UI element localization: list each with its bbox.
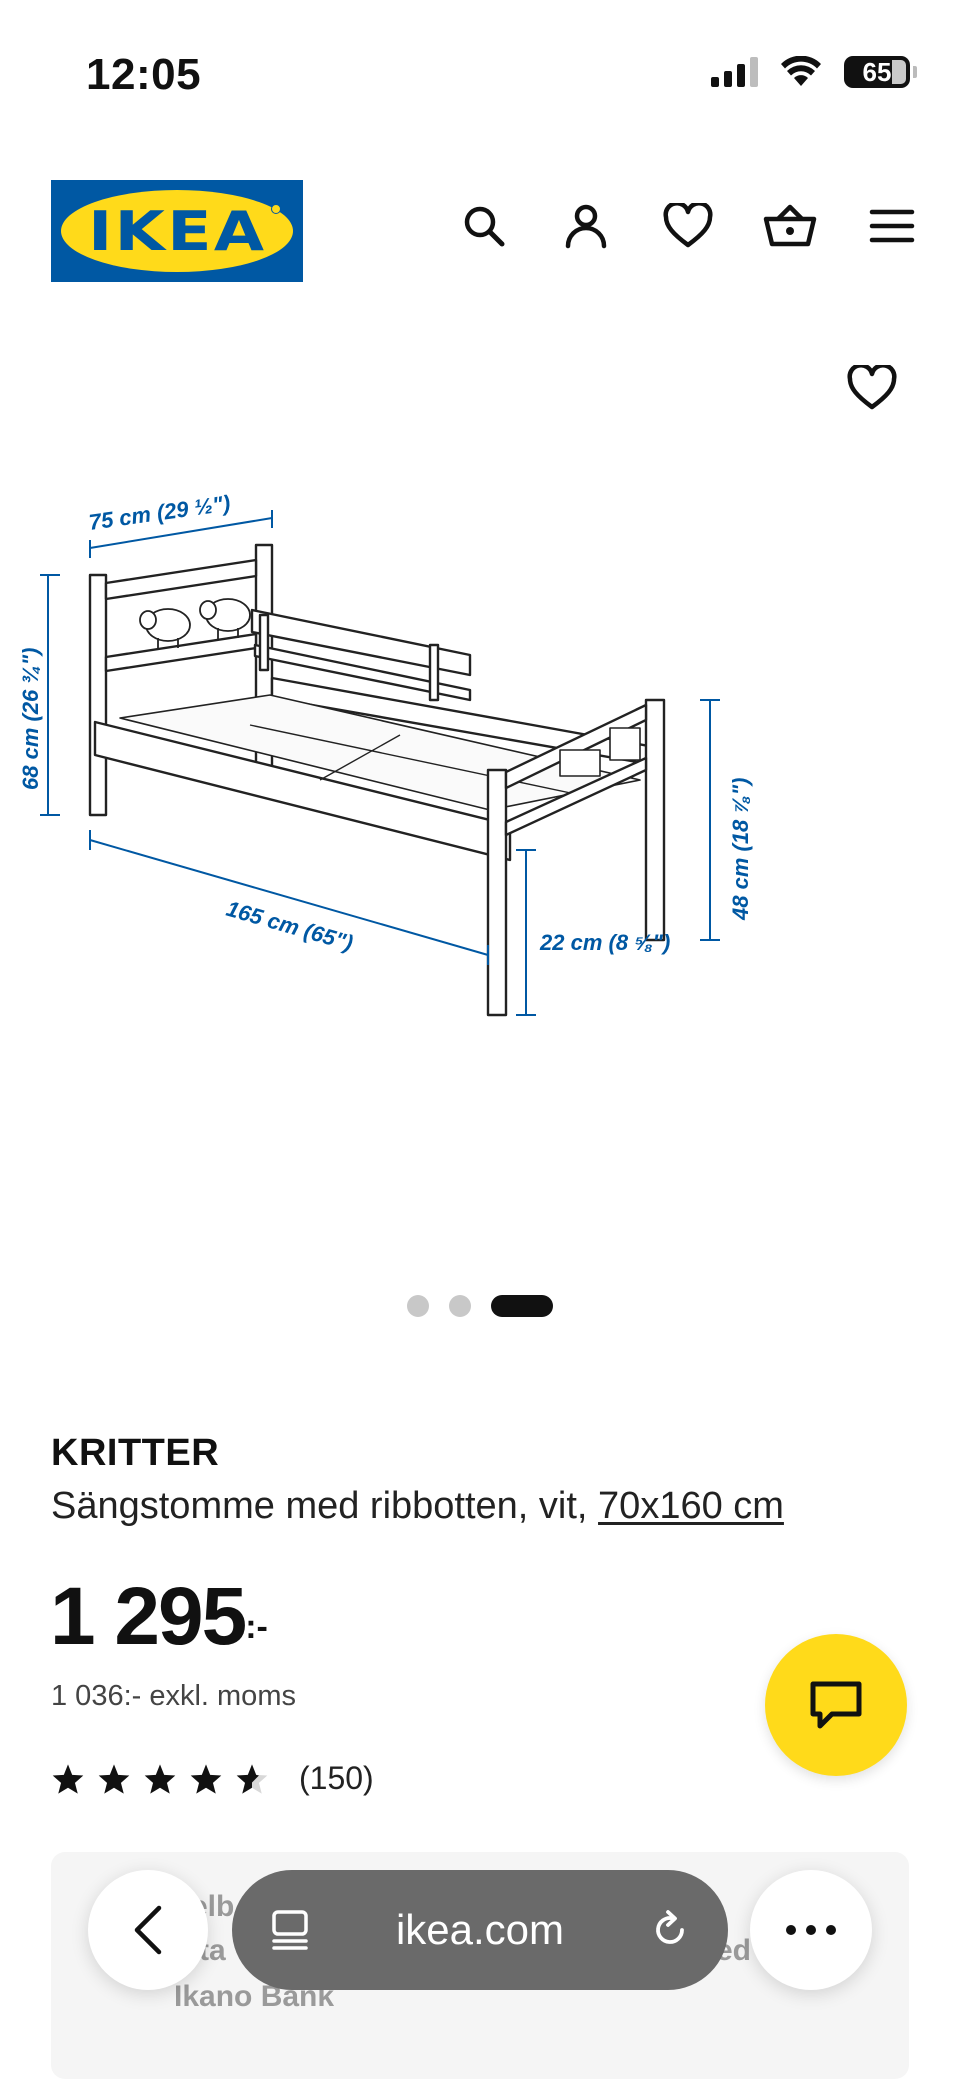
gallery-pagination <box>0 1295 960 1317</box>
browser-more-button[interactable] <box>750 1870 872 1990</box>
product-description: Sängstomme med ribbotten, vit, 70x160 cm <box>51 1485 784 1528</box>
basket-icon[interactable] <box>760 196 820 256</box>
tab-layout-icon <box>272 1910 308 1950</box>
gallery-dot[interactable] <box>407 1295 429 1317</box>
menu-icon[interactable] <box>862 196 922 256</box>
user-icon[interactable] <box>556 196 616 256</box>
cellular-signal-icon <box>711 57 758 87</box>
product-name: KRITTER <box>51 1432 220 1474</box>
heart-icon[interactable] <box>658 196 718 256</box>
star-icon <box>52 1763 84 1794</box>
headboard-height-label: 68 cm (26 ¾") <box>20 647 43 790</box>
price-excl-vat: 1 036:- exkl. moms <box>51 1680 296 1712</box>
star-icon <box>190 1763 222 1794</box>
ikea-logo[interactable]: IKEA <box>51 180 303 282</box>
status-bar: 12:05 65 <box>0 0 960 150</box>
star-icon <box>98 1763 130 1794</box>
search-icon[interactable] <box>454 196 514 256</box>
length-label: 165 cm (65") <box>224 896 356 956</box>
gallery-dot[interactable] <box>449 1295 471 1317</box>
product-rating[interactable]: (150) <box>51 1760 374 1797</box>
footboard-height-label: 48 cm (18 ⅞") <box>728 777 753 921</box>
url-text: ikea.com <box>395 1906 565 1953</box>
product-description-text: Sängstomme med ribbotten, vit, <box>51 1485 588 1527</box>
battery-level: 65 <box>862 56 892 87</box>
heart-outline-icon <box>847 365 897 410</box>
rating-stars <box>51 1763 269 1795</box>
price-value: 1 295 <box>50 1571 247 1662</box>
site-header: IKEA <box>0 170 960 290</box>
product-dimension-image: 75 cm (29 ½") 68 cm (26 ¾") 165 cm (65")… <box>20 490 753 1017</box>
address-bar[interactable]: ikea.com <box>232 1870 728 1990</box>
chat-button[interactable] <box>765 1634 907 1776</box>
more-dots-icon <box>786 1925 836 1935</box>
gallery-dot-active[interactable] <box>491 1295 553 1317</box>
clearance-label: 22 cm (8 ⅝") <box>539 930 670 955</box>
wifi-icon <box>781 56 821 86</box>
product-gallery[interactable]: 75 cm (29 ½") 68 cm (26 ¾") 165 cm (65")… <box>0 340 960 1320</box>
price-suffix: :- <box>245 1608 268 1646</box>
battery-icon: 65 <box>844 56 917 88</box>
status-time: 12:05 <box>86 50 202 99</box>
product-size-link[interactable]: 70x160 cm <box>598 1485 784 1527</box>
logo-oval: IKEA <box>61 190 293 272</box>
product-price: 1 295:- <box>50 1570 268 1664</box>
half-star-icon <box>236 1763 268 1794</box>
add-to-favourites-button[interactable] <box>844 360 900 416</box>
review-count: (150) <box>299 1760 374 1796</box>
browser-back-button[interactable] <box>88 1870 208 1990</box>
reload-icon[interactable] <box>648 1908 692 1952</box>
header-actions <box>454 196 922 256</box>
logo-text: IKEA <box>87 199 267 263</box>
chevron-left-icon <box>134 1905 162 1955</box>
status-icons: 65 <box>711 56 917 88</box>
browser-toolbar: ikea.com <box>0 1860 960 2000</box>
star-icon <box>144 1763 176 1794</box>
chat-bubble-icon <box>810 1681 862 1729</box>
registered-mark-icon <box>271 204 281 214</box>
